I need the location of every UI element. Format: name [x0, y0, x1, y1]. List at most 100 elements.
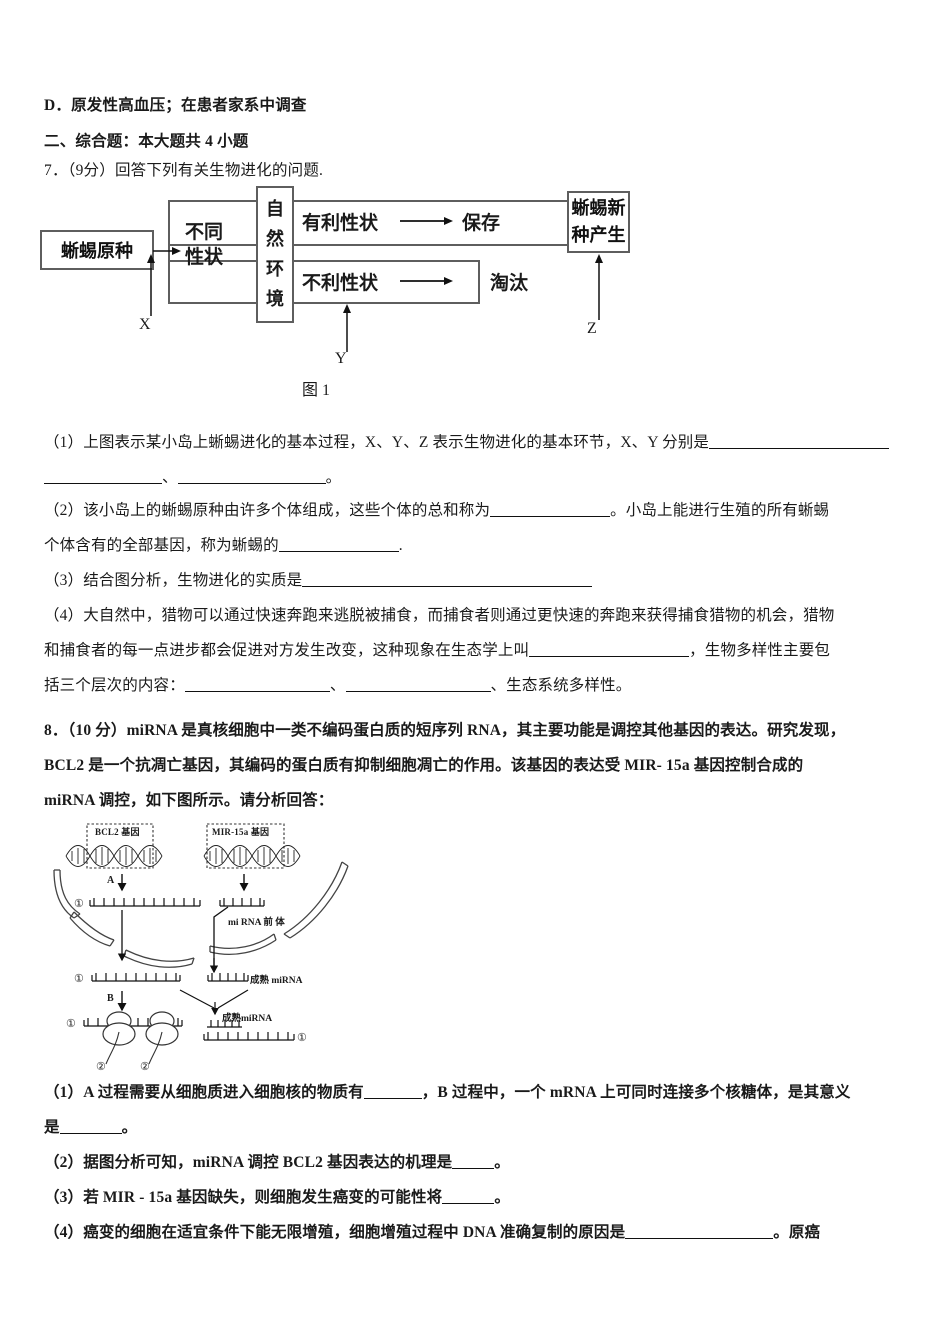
fig1-favorable-trait: 有利性状: [302, 212, 379, 234]
question-7-part-4-line3: 括三个层次的内容： 、 、生态系统多样性。: [44, 668, 919, 703]
fig2-bcl2-dna-helix: [65, 845, 163, 867]
q7-p1-blank-2[interactable]: [44, 470, 162, 484]
fig1-label-y: Y: [335, 350, 347, 367]
q8-p2-text-a: （2）据图分析可知，miRNA 调控 BCL2 基因表达的机理是: [44, 1154, 453, 1171]
fig2-marker-1-a: ①: [74, 898, 84, 910]
fig1-arrow-x: [147, 254, 155, 316]
option-d-text: D．原发性高血压；在患者家系中调查: [44, 97, 307, 114]
q7-p1-text-a: （1）上图表示某小岛上蜥蜴进化的基本过程，X、Y、Z 表示生物进化的基本环节，X…: [44, 434, 710, 451]
fig2-bcl2-mrna-strand: [89, 898, 201, 907]
q7-p1-end: 。: [325, 469, 342, 486]
q8-p2-blank-1[interactable]: [452, 1155, 495, 1169]
q8-p1-text-d: 。: [121, 1119, 138, 1136]
q8-p3-blank-1[interactable]: [442, 1190, 495, 1204]
fig1-frame-left: [168, 200, 170, 304]
q7-p4-text-d: 括三个层次的内容：: [44, 677, 185, 694]
question-8-stem-line-2: BCL2 是一个抗凋亡基因，其编码的蛋白质有抑制细胞凋亡的作用。该基因的表达受 …: [44, 757, 804, 774]
question-7-part-4-line2: 和捕食者的每一点进步都会促进对方发生改变，这种现象在生态学上叫 ，生物多样性主要包: [44, 633, 919, 668]
fig2-mir15a-dna-helix: [203, 845, 301, 867]
q7-p2-text-a: （2）该小岛上的蜥蜴原种由许多个体组成，这些个体的总和称为: [44, 502, 491, 519]
fig1-label-z: Z: [587, 320, 597, 337]
fig1-arrow-unfavorable-to-eliminate: [400, 277, 453, 285]
q7-p2-text-d: .: [398, 537, 403, 554]
fig2-label-bcl2-gene: BCL2 基因: [95, 827, 140, 837]
q7-p3-blank-1[interactable]: [302, 573, 593, 587]
fig1-unfavorable-trait: 不利性状: [302, 272, 379, 294]
fig1-env-char-3: 环: [266, 258, 284, 280]
fig1-arrow-z: [595, 254, 603, 320]
fig1-preserve: 保存: [462, 212, 501, 234]
fig2-ribosome-1: [102, 1011, 136, 1046]
fig2-cytoplasm-mrna-strand: [91, 973, 181, 982]
q7-p4-text-b: 和捕食者的每一点进步都会促进对方发生改变，这种现象在生态学上叫: [44, 642, 530, 659]
q7-p4-blank-2[interactable]: [184, 678, 330, 692]
fig2-mir15a-gene-box: [206, 823, 285, 869]
fig1-eliminate: 淘汰: [490, 272, 529, 294]
question-7-part-3: （3）结合图分析，生物进化的实质是: [44, 563, 919, 598]
figure-2-mirna-diagram: BCL2 基因 MIR-15a 基因 A B mi RNA 前 体 成熟 miR…: [52, 818, 382, 1080]
question-7-part-4: （4）大自然中，猎物可以通过快速奔跑来逃脱被捕食，而捕食者则通过更快速的奔跑来获…: [44, 598, 919, 633]
q7-p4-sep-1: 、: [329, 677, 346, 694]
fig1-env-char-2: 然: [266, 228, 284, 250]
fig2-bound-mirna-strand: [207, 1020, 242, 1028]
fig1-new-species-line-2: 种产生: [571, 225, 626, 246]
fig1-frame-mid-lower: [168, 260, 478, 262]
fig2-label-mirna-precursor: mi RNA 前 体: [228, 918, 285, 928]
question-7-part-2: （2）该小岛上的蜥蜴原种由许多个体组成，这些个体的总和称为。小岛上能进行生殖的所…: [44, 493, 919, 528]
question-7-stem: 7．（9分）回答下列有关生物进化的问题.: [44, 162, 324, 179]
q8-p1-text-a: （1）A 过程需要从细胞质进入细胞核的物质有: [44, 1084, 364, 1101]
q7-p4-text-c: ，生物多样性主要包: [689, 642, 831, 659]
fig1-frame-top: [168, 200, 568, 202]
q8-p1-text-b: ，B 过程中，一个 mRNA 上可同时连接多个核糖体，是其意义: [421, 1084, 851, 1101]
q8-p2-text-b: 。: [494, 1154, 510, 1171]
fig2-marker-2-b: ②: [140, 1061, 150, 1073]
fig1-frame-bottom: [168, 302, 478, 304]
q7-p4-blank-3[interactable]: [345, 678, 491, 692]
q8-p4-blank-1[interactable]: [625, 1225, 774, 1239]
q7-p2-text-c: 个体含有的全部基因，称为蜥蜴的: [44, 537, 279, 554]
fig1-box-natural-environment: 自 然 环 境: [256, 186, 294, 323]
fig2-mature-mirna-strand-1: [207, 973, 249, 982]
q7-p1-sep-1: 、: [162, 469, 178, 486]
q8-p1-text-c: 是: [44, 1119, 60, 1136]
q7-p4-text-f: 、生态系统多样性。: [490, 677, 632, 694]
fig1-new-species-line-1: 蜥蜴新: [571, 198, 626, 219]
question-8-stem-line-1: 8．（10 分）miRNA 是真核细胞中一类不编码蛋白质的短序列 RNA，其主要…: [44, 722, 846, 739]
fig2-label-a: A: [107, 875, 115, 886]
fig2-marker-1-d: ①: [297, 1032, 307, 1044]
fig2-ribosome-2: [145, 1011, 179, 1046]
question-8-part-4: （4）癌变的细胞在适宜条件下能无限增殖，细胞增殖过程中 DNA 准确复制的原因是…: [44, 1215, 924, 1250]
fig2-label-mir15a-gene: MIR-15a 基因: [212, 827, 270, 837]
fig1-box-original-species-label: 蜥蜴原种: [61, 241, 133, 262]
fig1-traits-line-1: 不同: [184, 221, 223, 243]
fig1-label-x: X: [139, 316, 151, 333]
fig1-frame-unfav-right: [478, 260, 480, 304]
q7-p4-blank-1[interactable]: [529, 643, 690, 657]
fig1-traits-line-2: 性状: [184, 246, 223, 268]
fig2-nuclear-envelope: [53, 861, 349, 968]
q8-p1-blank-2[interactable]: [59, 1120, 122, 1134]
q7-p2-blank-2[interactable]: [278, 538, 399, 552]
q8-p3-text-b: 。: [494, 1189, 510, 1206]
fig2-bound-target-mrna-strand: [203, 1032, 295, 1041]
question-8-part-3: （3）若 MIR - 15a 基因缺失，则细胞发生癌变的可能性将。: [44, 1180, 924, 1215]
fig1-arrow-y: [343, 304, 351, 352]
q7-p4-text-a: （4）大自然中，猎物可以通过快速奔跑来逃脱被捕食，而捕食者则通过更快速的奔跑来获…: [44, 607, 835, 624]
question-7-part-1-cont: 、。: [44, 460, 919, 495]
fig2-marker-1-c: ①: [66, 1018, 76, 1030]
fig1-box-original-species: 蜥蜴原种: [40, 230, 154, 270]
question-8-part-1: （1）A 过程需要从细胞质进入细胞核的物质有 ，B 过程中，一个 mRNA 上可同…: [44, 1075, 924, 1110]
fig2-label-b: B: [107, 993, 114, 1004]
fig2-path-precursor-export: [213, 906, 229, 966]
fig2-marker-2-a: ②: [96, 1061, 106, 1073]
figure-1-caption: 图 1: [302, 382, 331, 399]
q7-p1-blank-1[interactable]: [709, 435, 890, 449]
fig1-box-new-species: 蜥蜴新 种产生: [567, 191, 630, 253]
q8-p1-blank-1[interactable]: [363, 1085, 422, 1099]
question-8-part-1-cont: 是。: [44, 1110, 924, 1145]
fig2-label-mature-mirna-1: 成熟 miRNA: [250, 976, 303, 986]
q7-p2-blank-1[interactable]: [490, 503, 611, 517]
q8-p4-text-b: 。原癌: [773, 1224, 821, 1241]
q7-p1-blank-3[interactable]: [177, 470, 326, 484]
fig1-frame-mid-upper: [168, 244, 568, 246]
